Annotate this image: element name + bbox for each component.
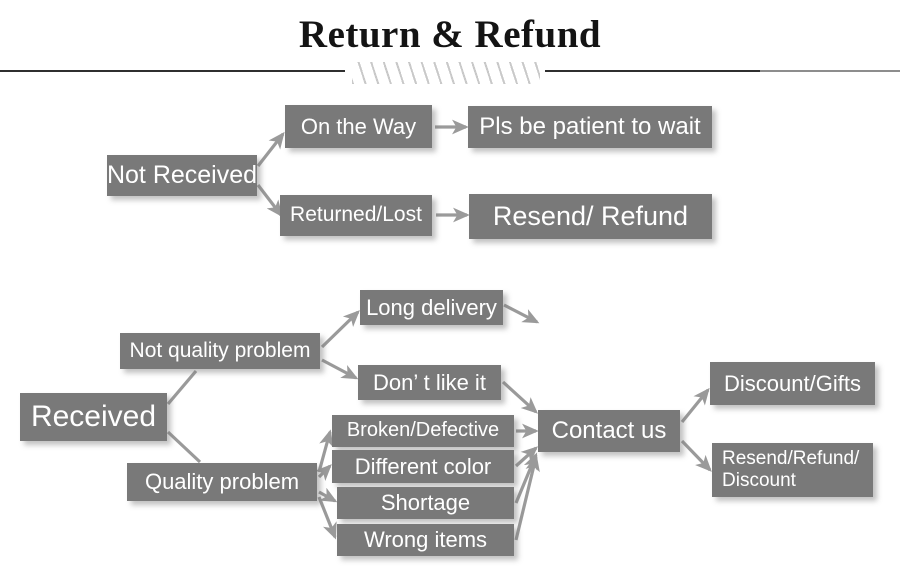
node-resend-refund-discount-line1: Resend/Refund/ [722, 447, 860, 469]
node-quality-problem[interactable]: Quality problem [127, 463, 317, 501]
node-not-received[interactable]: Not Received [107, 155, 257, 196]
node-resend-refund[interactable]: Resend/ Refund [469, 194, 712, 239]
node-contact-us[interactable]: Contact us [538, 410, 680, 452]
node-received[interactable]: Received [20, 393, 167, 441]
node-on-the-way[interactable]: On the Way [285, 105, 432, 148]
node-broken-defective[interactable]: Broken/Defective [332, 415, 514, 447]
divider-rule-left [0, 70, 345, 72]
page-title: Return & Refund [298, 13, 602, 56]
divider-rule-right-faint [760, 70, 900, 72]
hatch-divider-icon [352, 62, 540, 84]
node-long-delivery[interactable]: Long delivery [360, 290, 503, 325]
node-not-quality-problem[interactable]: Not quality problem [120, 333, 320, 369]
node-dont-like-it[interactable]: Don’ t like it [358, 365, 501, 400]
node-different-color[interactable]: Different color [332, 450, 514, 483]
node-shortage[interactable]: Shortage [337, 487, 514, 519]
divider-rule-right [545, 70, 900, 72]
node-resend-refund-discount-line2: Discount [722, 470, 796, 491]
node-returned-lost[interactable]: Returned/Lost [280, 195, 432, 236]
node-pls-be-patient-to-wait[interactable]: Pls be patient to wait [468, 106, 712, 148]
header-divider [0, 62, 900, 84]
node-discount-gifts[interactable]: Discount/Gifts [710, 362, 875, 405]
node-resend-refund-discount[interactable]: Resend/Refund/ Discount [712, 443, 873, 497]
node-wrong-items[interactable]: Wrong items [337, 524, 514, 556]
